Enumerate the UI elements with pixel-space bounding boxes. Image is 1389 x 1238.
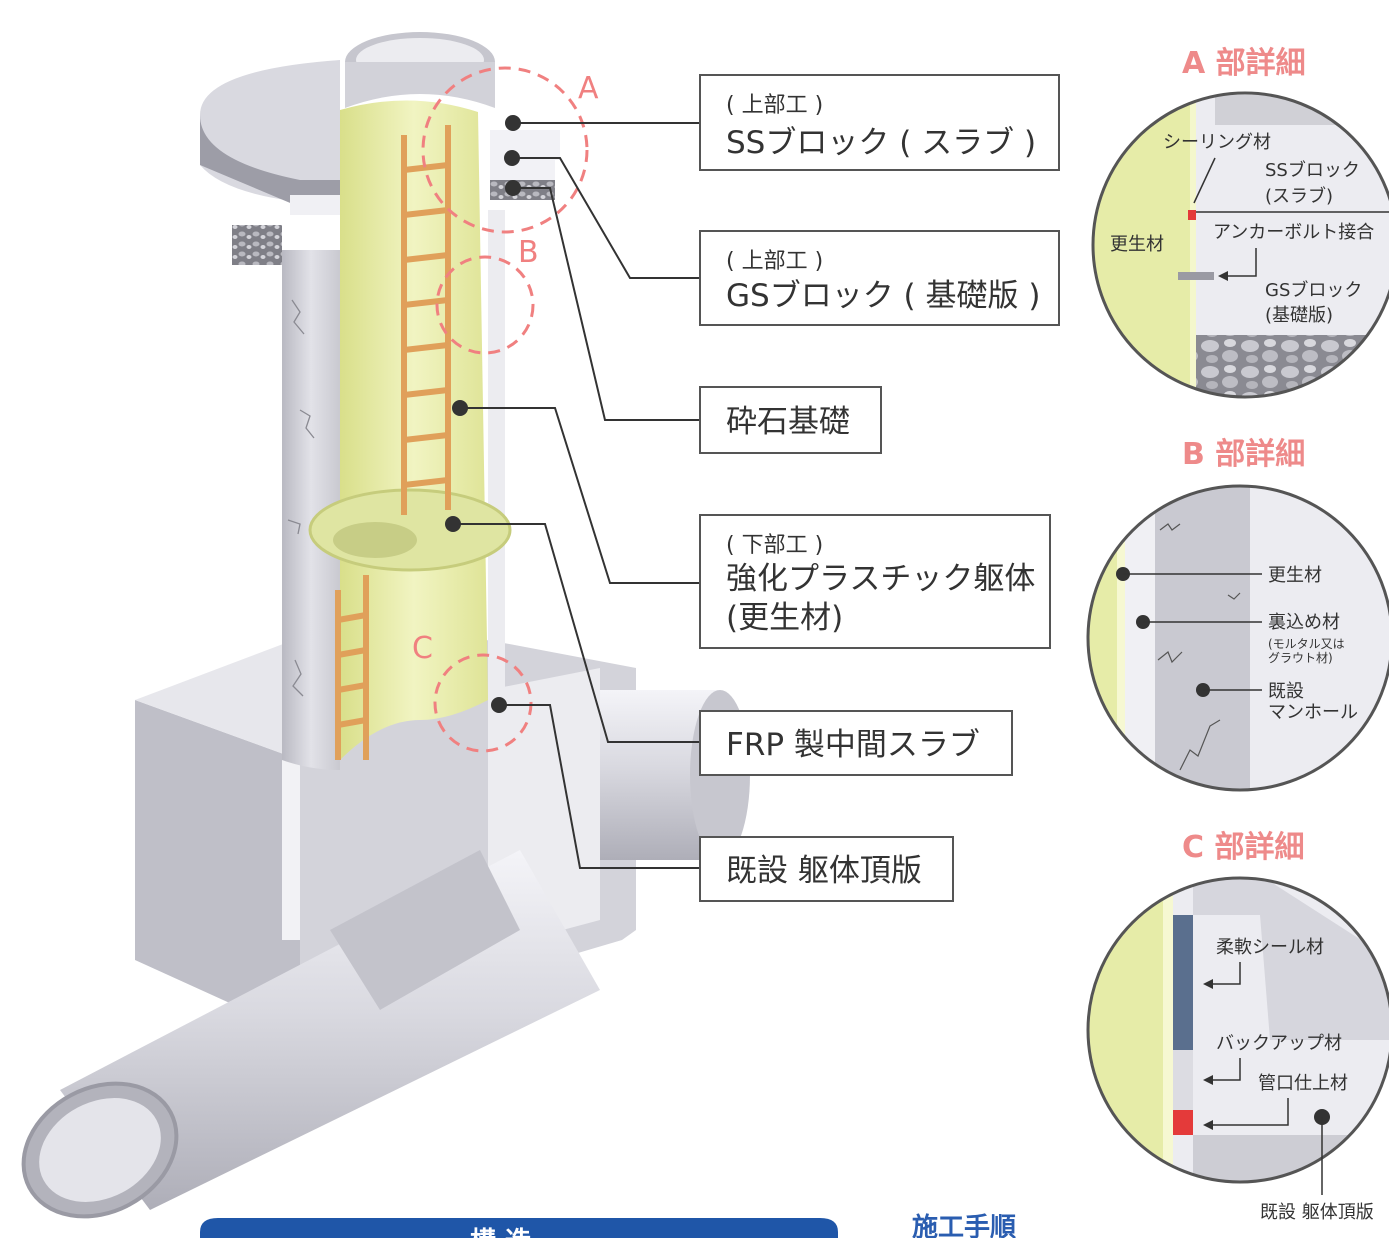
detail-a-gs1: GSブロック xyxy=(1265,279,1362,301)
label-top-slab: 既設 躯体頂版 xyxy=(699,836,954,902)
detail-b-backfill-note2: グラウト材) xyxy=(1268,651,1333,665)
base-box-left xyxy=(135,700,300,1035)
label-ss-block: ( 上部工 ) SSブロック ( スラブ ) xyxy=(699,74,1060,171)
label-gs-block-main: GSブロック ( 基礎版 ) xyxy=(726,278,1040,314)
base-cutaway xyxy=(282,730,300,940)
detail-c-marker-circle xyxy=(433,653,533,753)
shaft-outer xyxy=(282,250,340,770)
shaft-right-wall xyxy=(488,210,505,700)
detail-a-gs2: (基礎版) xyxy=(1265,305,1333,326)
detail-b-liner: 更生材 xyxy=(1268,565,1322,586)
detail-c-pipe-finish: 管口仕上材 xyxy=(1258,1073,1348,1094)
detail-a-liner: 更生材 xyxy=(1110,234,1164,255)
label-frp-body-main2: (更生材) xyxy=(726,600,843,636)
detail-b-backfill: 裏込め材 xyxy=(1268,612,1340,633)
detail-c-title: C 部詳細 xyxy=(1182,830,1304,865)
detail-b-backfill-note1: (モルタル又は xyxy=(1268,637,1345,651)
detail-a-marker-circle xyxy=(421,66,589,234)
procedure-heading: 施工手順 xyxy=(912,1212,1017,1238)
detail-c-top-slab: 既設 躯体頂版 xyxy=(1260,1202,1374,1223)
crack-marks xyxy=(287,299,315,697)
ladder-upper xyxy=(401,125,451,515)
manhole-frame-ring xyxy=(345,32,495,108)
marker-a: A xyxy=(578,71,599,106)
label-frp-body-sub: ( 下部工 ) xyxy=(726,533,823,558)
label-frp-body: ( 下部工 ) 強化プラスチック躯体 (更生材) xyxy=(699,514,1051,649)
ladder-lower xyxy=(335,575,369,760)
detail-c-backup: バックアップ材 xyxy=(1216,1033,1342,1054)
leader-lines xyxy=(455,122,700,869)
label-frp-slab: FRP 製中間スラブ xyxy=(699,710,1013,776)
detail-b-existing1: 既設 xyxy=(1268,681,1304,702)
detail-b-marker-circle xyxy=(435,255,535,355)
marker-c: C xyxy=(412,631,433,666)
label-frp-body-main: 強化プラスチック躯体 xyxy=(726,561,1035,597)
detail-a-sealing: シーリング材 xyxy=(1163,132,1271,153)
label-top-slab-main: 既設 躯体頂版 xyxy=(726,853,922,889)
label-gravel-main: 砕石基礎 xyxy=(726,404,850,440)
marker-b: B xyxy=(518,235,539,270)
ss-block-slab xyxy=(200,60,560,215)
label-gs-block: ( 上部工 ) GSブロック ( 基礎版 ) xyxy=(699,230,1060,326)
detail-a-ss2: (スラブ) xyxy=(1265,185,1333,207)
detail-a-circle xyxy=(1093,93,1389,397)
label-ss-block-sub: ( 上部工 ) xyxy=(726,93,823,118)
leader-dots xyxy=(445,115,521,713)
main-pipe xyxy=(21,850,600,1219)
label-gravel: 砕石基礎 xyxy=(699,386,882,454)
detail-a-anchor: アンカーボルト接合 xyxy=(1213,222,1374,243)
detail-a-ss1: SSブロック xyxy=(1265,159,1360,181)
gs-block-foundation xyxy=(232,160,555,265)
bottom-structure-tab: 構 造 xyxy=(200,1218,838,1238)
label-ss-block-main: SSブロック ( スラブ ) xyxy=(726,125,1036,161)
main-illustration: A B C xyxy=(21,32,750,1219)
label-gs-block-sub: ( 上部工 ) xyxy=(726,249,823,274)
bottom-tab-text: 構 造 xyxy=(470,1227,531,1238)
label-frp-slab-main: FRP 製中間スラブ xyxy=(726,727,980,763)
frp-intermediate-slab xyxy=(308,488,512,572)
detail-c-flex-seal: 柔軟シール材 xyxy=(1216,937,1324,958)
detail-b-title: B 部詳細 xyxy=(1182,437,1305,472)
detail-a-title: A 部詳細 xyxy=(1182,46,1306,81)
detail-b-existing2: マンホール xyxy=(1268,702,1358,723)
